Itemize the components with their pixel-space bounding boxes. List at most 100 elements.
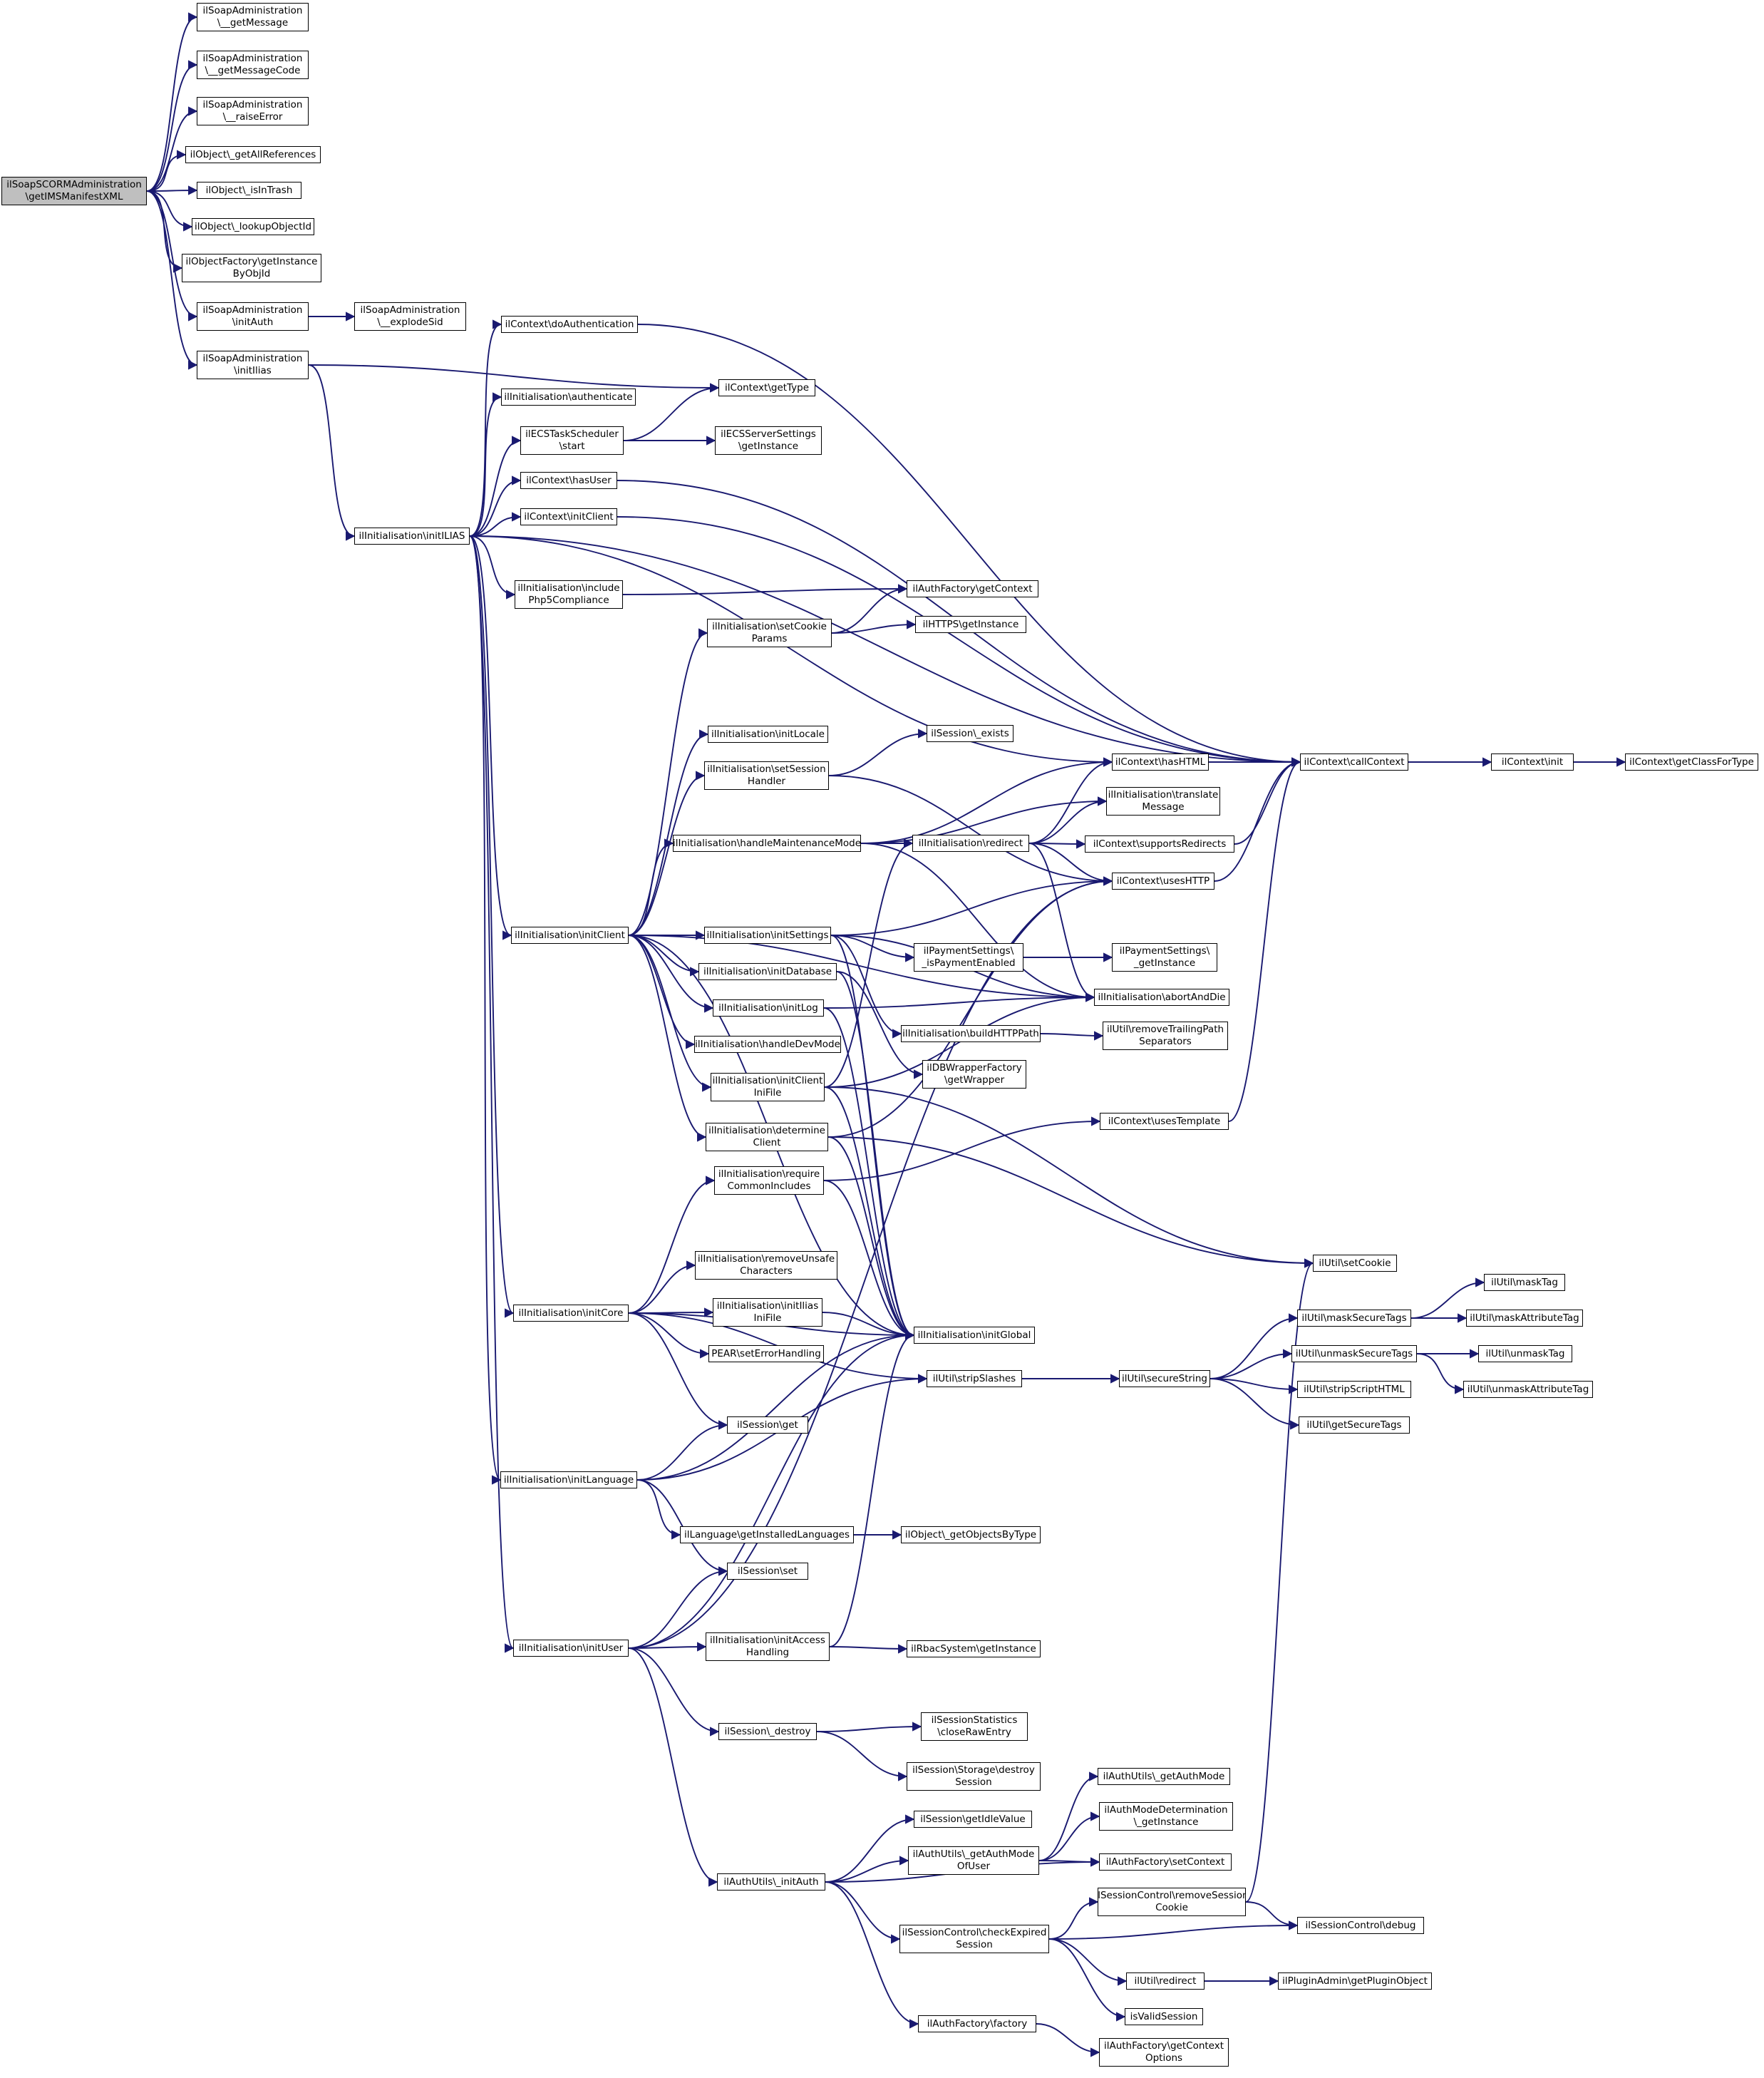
node-getAllReferences[interactable]: ilObject\_getAllReferences (185, 146, 321, 163)
node-callContext[interactable]: ilContext\callContext (1300, 753, 1408, 771)
node-usesHTTP[interactable]: ilContext\usesHTTP (1112, 873, 1214, 890)
node-ecsServerSettings[interactable]: ilECSServerSettings \getInstance (715, 426, 822, 455)
node-getInstanceByObjId[interactable]: ilObjectFactory\getInstance ByObjId (182, 254, 321, 282)
node-initLanguage[interactable]: ilInitialisation\initLanguage (500, 1471, 637, 1488)
node-pearError[interactable]: PEAR\setErrorHandling (708, 1345, 824, 1362)
node-authFactoryGetContextOptions[interactable]: ilAuthFactory\getContext Options (1099, 2038, 1229, 2067)
node-getInstalledLanguages[interactable]: ilLanguage\getInstalledLanguages (680, 1526, 854, 1543)
node-unmaskAttributeTag[interactable]: ilUtil\unmaskAttributeTag (1463, 1381, 1593, 1398)
node-maskSecureTags[interactable]: ilUtil\maskSecureTags (1297, 1310, 1411, 1327)
node-raiseError[interactable]: ilSoapAdministration \__raiseError (197, 97, 309, 125)
node-initLocale[interactable]: ilInitialisation\initLocale (708, 726, 828, 743)
node-getSecureTags[interactable]: ilUtil\getSecureTags (1299, 1416, 1410, 1434)
node-doAuthentication[interactable]: ilContext\doAuthentication (501, 316, 638, 333)
edge-initClientIniFile-to-initRedirect (824, 838, 914, 1088)
node-hasHTML[interactable]: ilContext\hasHTML (1112, 753, 1209, 771)
node-sessionGet[interactable]: ilSession\get (727, 1416, 808, 1434)
node-isInTrash[interactable]: ilObject\_isInTrash (197, 182, 301, 199)
node-sessionControlDebug[interactable]: ilSessionControl\debug (1297, 1917, 1424, 1934)
node-requireCommonIncludes[interactable]: ilInitialisation\require CommonIncludes (714, 1166, 824, 1195)
node-initUser[interactable]: ilInitialisation\initUser (513, 1640, 629, 1657)
node-maskTag[interactable]: ilUtil\maskTag (1484, 1274, 1565, 1291)
node-getClassForType[interactable]: ilContext\getClassForType (1625, 753, 1758, 771)
node-getAuthModeOfUser[interactable]: ilAuthUtils\_getAuthMode OfUser (908, 1846, 1039, 1875)
node-getObjectsByType[interactable]: ilObject\_getObjectsByType (901, 1526, 1041, 1543)
node-getAuthMode[interactable]: ilAuthUtils\_getAuthMode (1098, 1768, 1230, 1785)
node-authModeDetermination[interactable]: ilAuthModeDetermination \_getInstance (1099, 1802, 1233, 1831)
node-getIdleValue[interactable]: ilSession\getIdleValue (914, 1811, 1032, 1828)
node-removeTrailingPath[interactable]: ilUtil\removeTrailingPath Separators (1103, 1022, 1228, 1050)
node-sessionSet[interactable]: ilSession\set (727, 1563, 808, 1580)
node-initClientIniFile[interactable]: ilInitialisation\initClient IniFile (711, 1073, 825, 1101)
node-closeRawEntry[interactable]: ilSessionStatistics \closeRawEntry (921, 1712, 1028, 1741)
node-initRedirect[interactable]: ilInitialisation\redirect (912, 835, 1029, 852)
node-handleDevMode[interactable]: ilInitialisation\handleDevMode (694, 1036, 841, 1053)
node-initIlias[interactable]: ilSoapAdministration \initIlias (197, 351, 309, 379)
edge-initClient-to-determineClient (628, 935, 707, 1142)
node-sessionDestroy[interactable]: ilSession\_destroy (718, 1723, 817, 1740)
edge-initILIAS-to-doAuthentication (469, 319, 502, 537)
node-explodeSid[interactable]: ilSoapAdministration \__explodeSid (354, 302, 466, 331)
node-authFactorySetContext[interactable]: ilAuthFactory\setContext (1099, 1853, 1232, 1871)
node-removeSessionCookie[interactable]: ilSessionControl\removeSession Cookie (1098, 1888, 1246, 1916)
node-isValidSession[interactable]: isValidSession (1125, 2008, 1203, 2025)
edge-initRedirect-to-abortAndDie (1028, 843, 1095, 1002)
node-ctxInit[interactable]: ilContext\init (1491, 753, 1574, 771)
edge-removeSessionCookie-to-sessionControlDebug (1245, 1901, 1299, 1930)
node-initClient[interactable]: ilInitialisation\initClient (511, 927, 629, 944)
node-rbacSystem[interactable]: ilRbacSystem\getInstance (907, 1640, 1041, 1657)
node-usesTemplate[interactable]: ilContext\usesTemplate (1100, 1113, 1229, 1130)
node-initIliasIniFile[interactable]: ilInitialisation\initIlias IniFile (713, 1298, 822, 1327)
node-initCore[interactable]: ilInitialisation\initCore (513, 1305, 629, 1322)
node-initLog[interactable]: ilInitialisation\initLog (713, 999, 824, 1017)
node-removeUnsafe[interactable]: ilInitialisation\removeUnsafe Characters (695, 1251, 837, 1280)
node-isPaymentEnabled[interactable]: ilPaymentSettings\ _isPaymentEnabled (914, 943, 1023, 972)
edge-determineClient-to-usesHTTP (827, 876, 1113, 1138)
node-handleMaintenanceMode[interactable]: ilInitialisation\handleMaintenanceMode (673, 835, 861, 852)
node-getPluginObject[interactable]: ilPluginAdmin\getPluginObject (1278, 1972, 1432, 1990)
node-getMessage[interactable]: ilSoapAdministration \__getMessage (197, 3, 309, 31)
node-maskAttributeTag[interactable]: ilUtil\maskAttributeTag (1466, 1310, 1583, 1327)
node-setCookieParams[interactable]: ilInitialisation\setCookie Params (707, 619, 832, 647)
edge-initClient-to-handleMaintenanceMode (628, 838, 674, 936)
node-determineClient[interactable]: ilInitialisation\determine Client (706, 1123, 828, 1151)
node-paymentGetInstance[interactable]: ilPaymentSettings\ _getInstance (1112, 943, 1217, 972)
node-destroySession[interactable]: ilSession\Storage\destroy Session (907, 1762, 1041, 1791)
node-buildHTTPPath[interactable]: ilInitialisation\buildHTTPPath (901, 1025, 1041, 1042)
node-ctxInitClient[interactable]: ilContext\initClient (520, 508, 617, 525)
node-initGlobal[interactable]: ilInitialisation\initGlobal (914, 1327, 1035, 1344)
node-initDatabase[interactable]: ilInitialisation\initDatabase (698, 963, 837, 980)
node-httpsGetInstance[interactable]: ilHTTPS\getInstance (915, 616, 1026, 633)
edge-initILIAS-to-hasHTML (469, 535, 1113, 767)
node-includePhp5[interactable]: ilInitialisation\include Php5Compliance (515, 580, 623, 609)
node-ctxGetType[interactable]: ilContext\getType (718, 379, 815, 396)
node-sessionExists[interactable]: ilSession\_exists (927, 725, 1013, 742)
node-abortAndDie[interactable]: ilInitialisation\abortAndDie (1094, 989, 1229, 1006)
node-authFactoryGetContext[interactable]: ilAuthFactory\getContext (907, 580, 1038, 597)
node-dbWrapperFactory[interactable]: ilDBWrapperFactory \getWrapper (922, 1060, 1026, 1089)
node-root[interactable]: ilSoapSCORMAdministration \getIMSManifes… (1, 177, 147, 205)
node-unmaskTag[interactable]: ilUtil\unmaskTag (1478, 1345, 1572, 1362)
edge-sessionDestroy-to-destroySession (816, 1731, 908, 1781)
node-initAuth[interactable]: ilSoapAdministration \initAuth (197, 302, 309, 331)
node-authUtilsInitAuth[interactable]: ilAuthUtils\_initAuth (717, 1873, 825, 1891)
node-ecsStart[interactable]: ilECSTaskScheduler \start (520, 426, 624, 455)
node-setSessionHandler[interactable]: ilInitialisation\setSession Handler (704, 761, 829, 790)
node-stripScriptHTML[interactable]: ilUtil\stripScriptHTML (1297, 1381, 1411, 1398)
node-lookupObjectId[interactable]: ilObject\_lookupObjectId (192, 218, 314, 235)
node-getMessageCode[interactable]: ilSoapAdministration \__getMessageCode (197, 51, 309, 79)
node-stripSlashes[interactable]: ilUtil\stripSlashes (927, 1370, 1022, 1387)
node-setCookie[interactable]: ilUtil\setCookie (1313, 1255, 1397, 1272)
node-secureString[interactable]: ilUtil\secureString (1119, 1370, 1210, 1387)
node-initSettings[interactable]: ilInitialisation\initSettings (704, 927, 831, 944)
node-translateMessage[interactable]: ilInitialisation\translate Message (1106, 787, 1220, 816)
node-checkExpiredSession[interactable]: ilSessionControl\checkExpired Session (899, 1925, 1049, 1953)
node-initAccessHandling[interactable]: ilInitialisation\initAccess Handling (706, 1632, 830, 1661)
node-authenticate[interactable]: ilInitialisation\authenticate (501, 389, 636, 406)
node-unmaskSecureTags[interactable]: ilUtil\unmaskSecureTags (1291, 1345, 1417, 1362)
node-authFactoryFactory[interactable]: ilAuthFactory\factory (918, 2015, 1036, 2032)
node-supportsRedirects[interactable]: ilContext\supportsRedirects (1085, 835, 1234, 853)
node-hasUser[interactable]: ilContext\hasUser (520, 472, 617, 489)
node-ilUtilRedirect[interactable]: ilUtil\redirect (1126, 1972, 1205, 1990)
node-initILIAS[interactable]: ilInitialisation\initILIAS (354, 528, 470, 545)
